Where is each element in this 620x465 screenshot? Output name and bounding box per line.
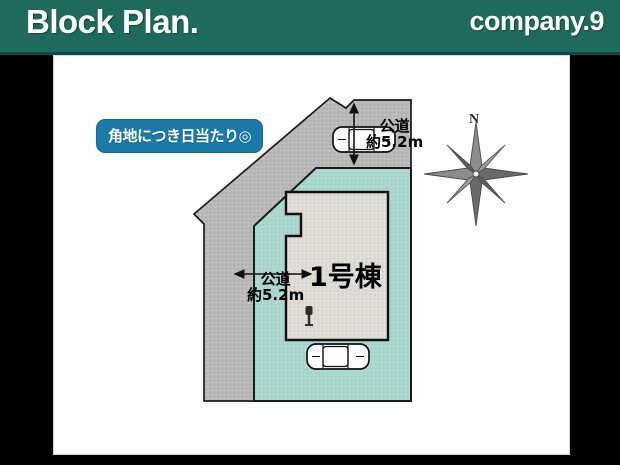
compass-north-label: N — [469, 112, 480, 127]
road-label-west-line1: 公道 — [260, 270, 291, 288]
site-plan-drawing — [192, 96, 529, 402]
page-title: Block Plan. — [26, 3, 199, 40]
header-bar: Block Plan. company.9 — [0, 0, 620, 55]
company-name: company.9 — [469, 6, 604, 36]
road-label-west-line2: 約5.2m — [247, 286, 305, 305]
gate-icon — [305, 306, 313, 326]
car-icon — [306, 343, 370, 370]
building-label: 1号棟 — [309, 262, 382, 293]
plan-canvas: 角地につき日当たり◎ 公道 約5.2m 公道 約5.2m 1号棟 N — [53, 55, 570, 455]
road-label-west: 公道 約5.2m — [247, 270, 305, 305]
building-footprint — [284, 190, 390, 342]
feature-badge: 角地につき日当たり◎ — [96, 119, 264, 153]
compass-rose-icon — [423, 121, 529, 227]
entrance-marker — [305, 306, 313, 326]
road-label-north-line2: 約5.2m — [366, 133, 424, 152]
road-label-north: 公道 約5.2m — [366, 117, 424, 152]
parking-space-south — [306, 343, 370, 370]
road-label-north-line1: 公道 — [379, 117, 410, 135]
